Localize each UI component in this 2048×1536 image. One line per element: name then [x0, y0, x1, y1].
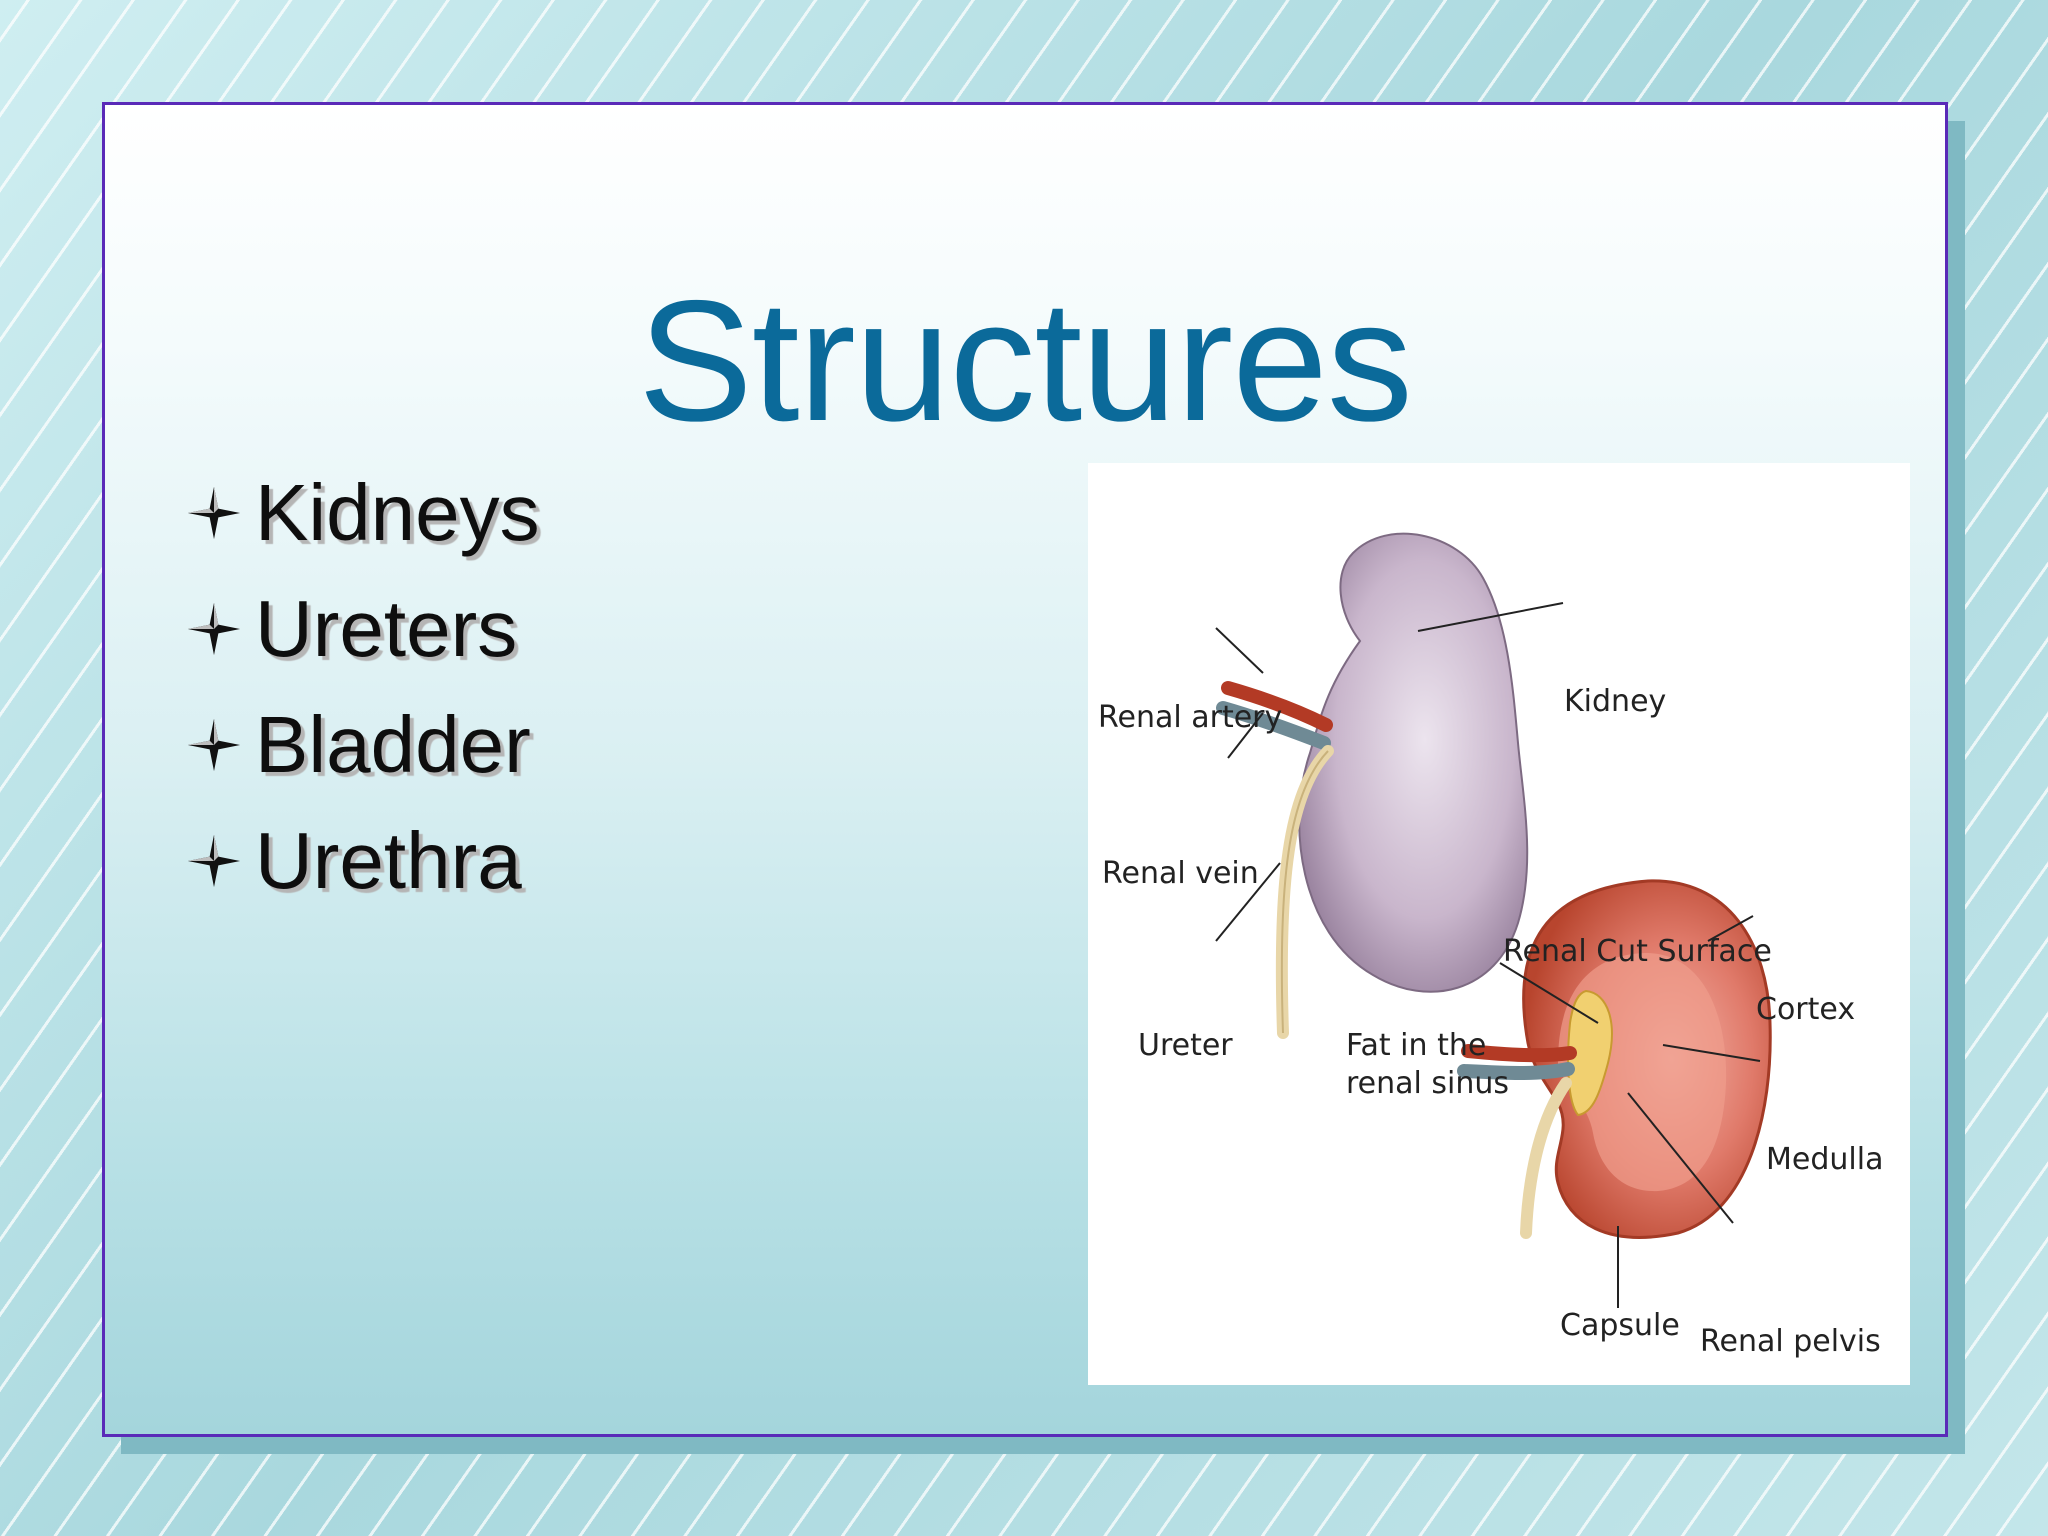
leader-lines — [1215, 602, 1761, 1308]
bullet-text: Bladder — [255, 700, 531, 789]
label-renal-pelvis: Renal pelvis — [1700, 1324, 1881, 1359]
star-bullet-icon — [187, 834, 241, 888]
slide: Structures Kidneys Ureters Bladder — [102, 102, 1948, 1437]
label-medulla: Medulla — [1766, 1142, 1883, 1177]
label-renal-vein: Renal vein — [1102, 856, 1259, 891]
slide-title: Structures — [638, 265, 1413, 457]
star-bullet-icon — [187, 718, 241, 772]
label-capsule: Capsule — [1560, 1308, 1680, 1343]
label-renal-cut-surface: Renal Cut Surface — [1503, 934, 1772, 969]
bullet-text: Urethra — [255, 816, 522, 905]
bullet-text: Kidneys — [255, 468, 540, 557]
label-ureter: Ureter — [1138, 1028, 1233, 1063]
cut-kidney-drawing — [1457, 879, 1772, 1239]
label-kidney: Kidney — [1564, 684, 1666, 719]
whole-kidney-drawing — [1216, 532, 1529, 1039]
bullet-item: Ureters — [185, 571, 540, 687]
kidney-anatomy-figure: Renal artery Kidney Renal vein Renal Cut… — [1088, 463, 1910, 1385]
label-fat-line2: renal sinus — [1346, 1066, 1509, 1101]
star-bullet-icon — [187, 486, 241, 540]
bullet-item: Bladder — [185, 687, 540, 803]
bullet-item: Kidneys — [185, 455, 540, 571]
label-cortex: Cortex — [1756, 992, 1855, 1027]
label-renal-artery: Renal artery — [1098, 700, 1282, 735]
label-fat-line1: Fat in the — [1346, 1028, 1486, 1063]
bullet-list: Kidneys Ureters Bladder Urethra — [185, 455, 540, 919]
kidney-anatomy-illustration: Renal artery Kidney Renal vein Renal Cut… — [1098, 532, 1883, 1359]
star-bullet-icon — [187, 602, 241, 656]
bullet-item: Urethra — [185, 803, 540, 919]
bullet-text: Ureters — [255, 584, 518, 673]
